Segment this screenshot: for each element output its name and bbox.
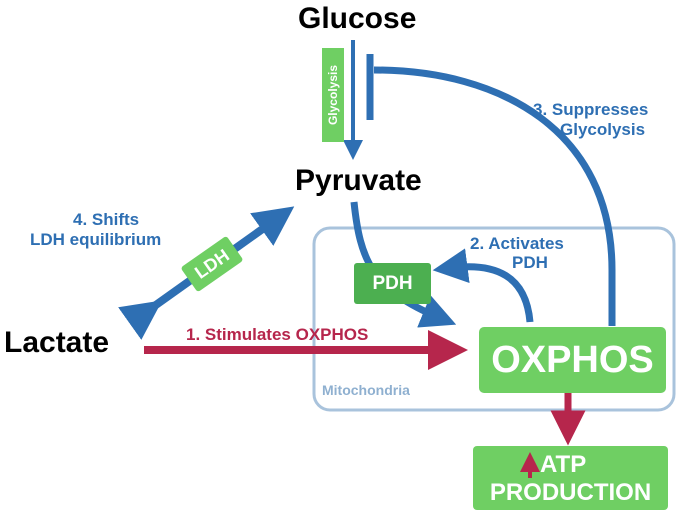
- glycolysis-text: Glycolysis: [326, 64, 340, 126]
- pdh-box: [354, 263, 431, 304]
- mitochondria-label: Mitochondria: [322, 382, 410, 398]
- shifts-ldh-annotation-line2: LDH equilibrium: [30, 230, 162, 249]
- glycolysis-box: [322, 48, 344, 142]
- atp-text-line2: PRODUCTION: [489, 479, 652, 506]
- suppresses-glycolysis-annotation-line2: Glycolysis: [560, 120, 646, 139]
- activates-pdh-annotation-line1: 2. Activates: [470, 234, 564, 253]
- shifts-ldh-annotation-line1: 4. Shifts: [73, 210, 140, 229]
- lactate-label: Lactate: [4, 326, 110, 359]
- oxphos-box: [479, 327, 666, 393]
- activates-pdh-arrow: [432, 248, 534, 323]
- ldh-box: [181, 236, 243, 292]
- pdh-text: PDH: [372, 273, 413, 294]
- pyruvate-label: Pyruvate: [295, 164, 422, 197]
- mitochondria-boundary: [312, 226, 676, 412]
- suppresses-glycolysis-curve: [373, 66, 616, 326]
- suppresses-glycolysis-annotation-line1: 3. Suppresses: [533, 100, 649, 119]
- glucose-label: Glucose: [298, 2, 417, 35]
- activates-pdh-annotation-line2: PDH: [512, 253, 548, 272]
- stimulates-oxphos-annotation: 1. Stimulates OXPHOS: [186, 325, 369, 344]
- atp-text-line1: ATP: [540, 451, 587, 478]
- oxphos-text: OXPHOS: [491, 339, 654, 381]
